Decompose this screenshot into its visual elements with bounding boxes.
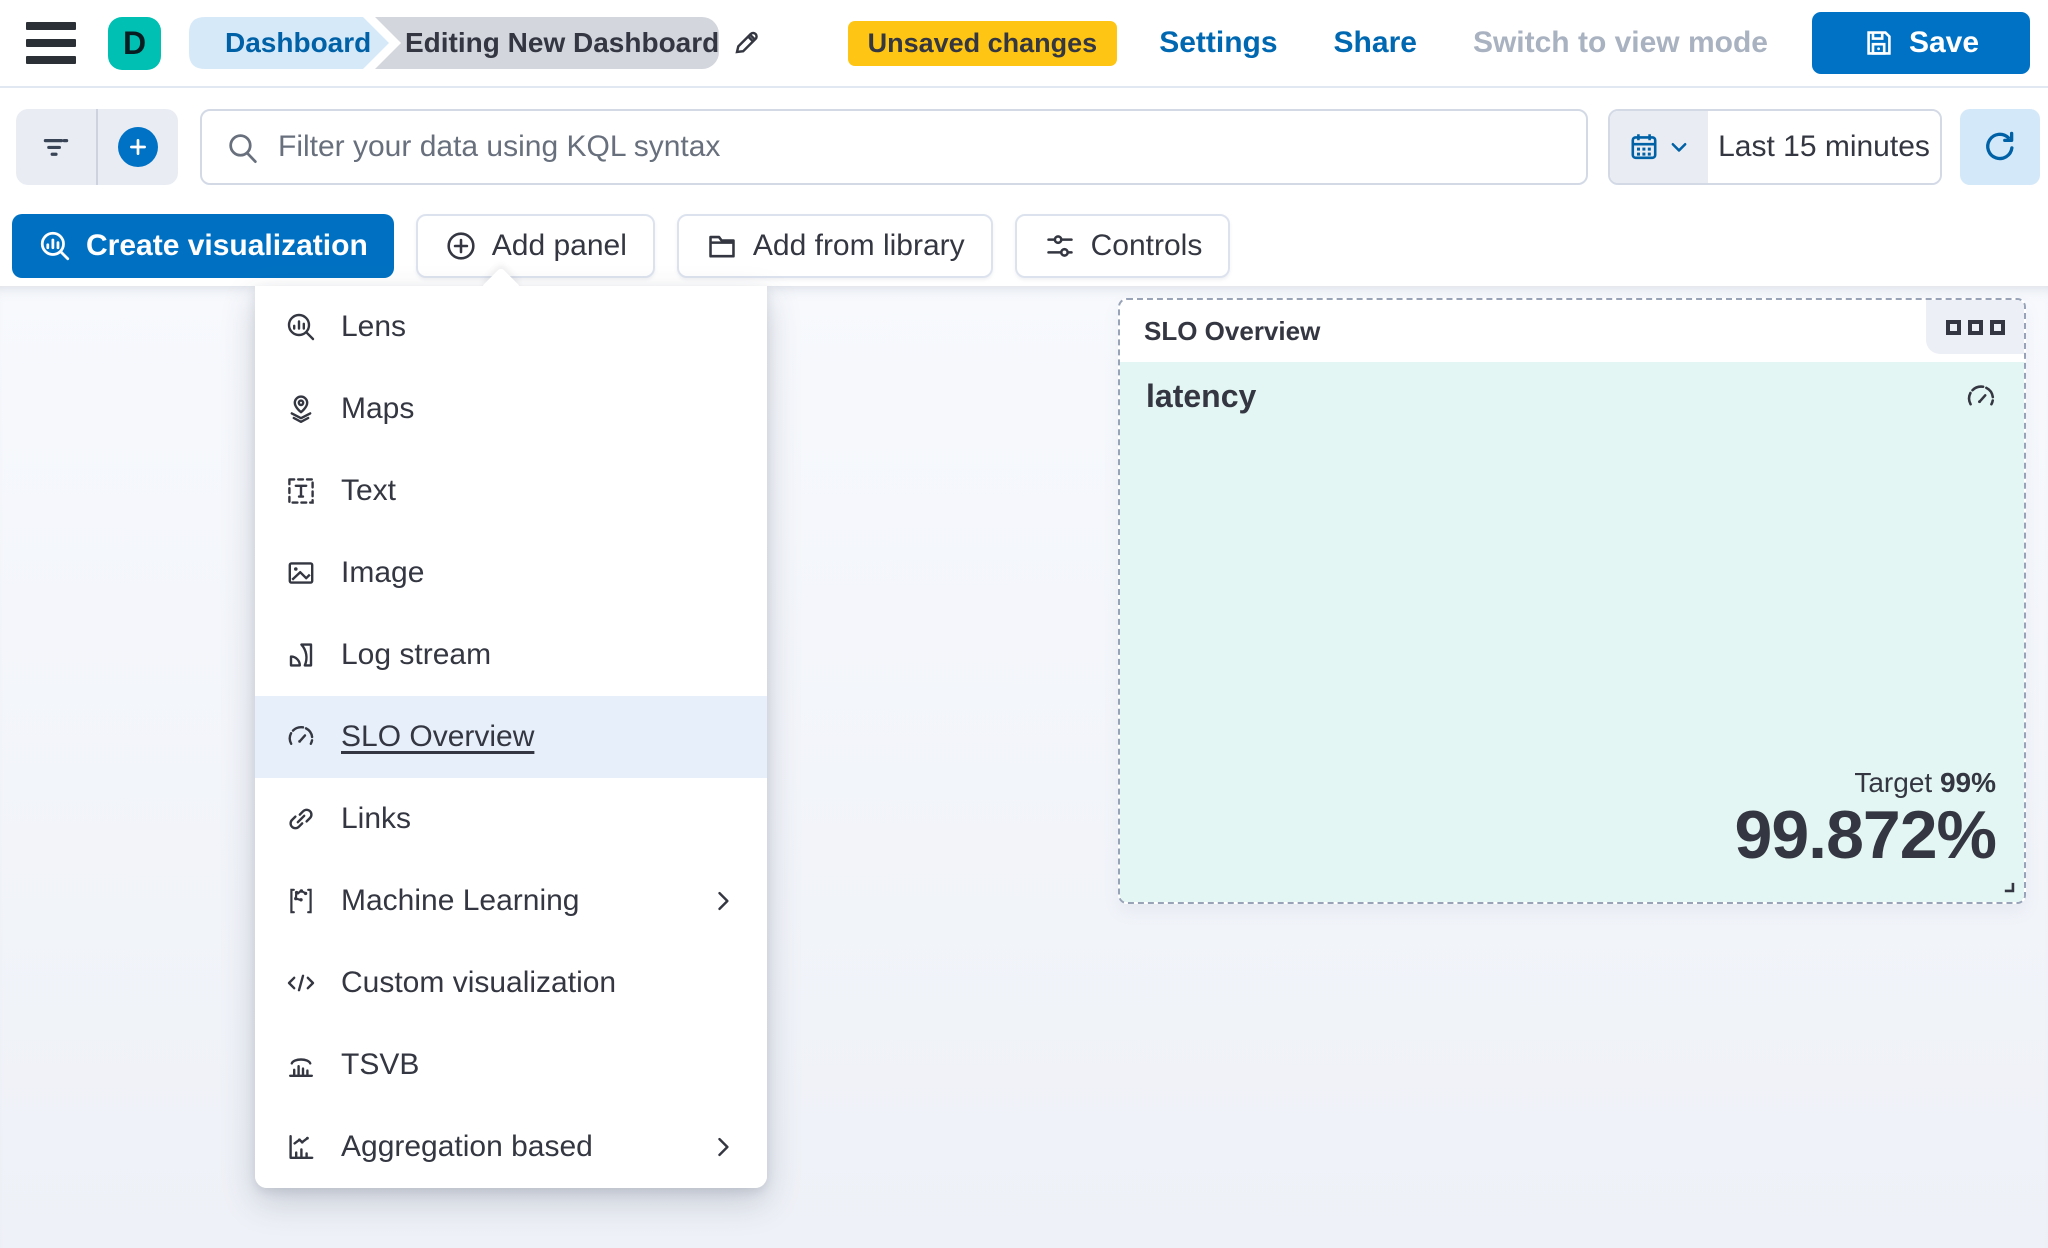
slo-panel-title: SLO Overview [1144, 315, 1321, 346]
menu-item-label: Aggregation based [341, 1130, 593, 1163]
menu-item-slo-overview[interactable]: SLO Overview [255, 696, 767, 778]
menu-item-text[interactable]: Text [255, 450, 767, 532]
calendar-icon [1631, 134, 1657, 160]
calendar-dropdown-button[interactable] [1610, 111, 1708, 183]
menu-item-custom-visualization[interactable]: Custom visualization [255, 942, 767, 1024]
menu-item-image[interactable]: Image [255, 532, 767, 614]
tsvb-icon [289, 1058, 313, 1077]
menu-item-aggregation-based[interactable]: Aggregation based [255, 1106, 767, 1188]
switch-to-view-mode-button[interactable]: Switch to view mode [1472, 26, 1768, 59]
filter-icon [43, 139, 69, 156]
refresh-icon [1986, 131, 2014, 161]
links-icon [289, 808, 313, 830]
search-icon [229, 134, 257, 163]
menu-item-label: Text [341, 474, 397, 507]
add-panel-menu: Lens Maps Text Image [255, 267, 767, 1188]
menu-item-links[interactable]: Links [255, 778, 767, 860]
aggregation-icon [289, 1135, 314, 1159]
resize-handle-icon[interactable] [1991, 869, 2017, 895]
menu-item-label: SLO Overview [341, 720, 535, 753]
top-header: D Editing New Dashboard Dashboard Unsave… [0, 0, 2048, 88]
menu-item-lens[interactable]: Lens [255, 286, 767, 368]
panel-options-button[interactable] [1926, 300, 2024, 354]
filter-button-group [16, 109, 178, 185]
chevron-down-icon [1671, 143, 1687, 152]
dashboard-toolbar: Create visualization Add panel Add from … [0, 206, 2048, 286]
breadcrumb-current-label: Editing New Dashboard [405, 27, 720, 58]
plus-circle-icon [118, 127, 158, 167]
save-button[interactable]: Save [1812, 12, 2030, 74]
menu-item-label: Image [341, 556, 425, 589]
add-filter-button[interactable] [96, 109, 178, 185]
folder-icon [709, 235, 735, 258]
menu-hamburger-icon[interactable] [26, 19, 82, 67]
time-range-value[interactable]: Last 15 minutes [1708, 111, 1940, 183]
kql-search [200, 109, 1588, 185]
breadcrumb-dashboard[interactable]: Dashboard [189, 17, 389, 69]
edit-pencil-icon [735, 31, 759, 54]
menu-item-label: Log stream [341, 638, 492, 671]
controls-label: Controls [1090, 229, 1203, 262]
space-avatar[interactable]: D [108, 16, 161, 70]
chevron-right-icon [718, 891, 729, 911]
filter-list-button[interactable] [16, 109, 96, 185]
share-button[interactable]: Share [1333, 26, 1417, 59]
settings-button[interactable]: Settings [1159, 26, 1278, 59]
slo-gauge-icon [288, 726, 314, 745]
save-button-label: Save [1908, 26, 1980, 59]
menu-item-machine-learning[interactable]: Machine Learning [255, 860, 767, 942]
slo-metric-name: latency [1146, 378, 1257, 414]
menu-item-label: TSVB [341, 1048, 420, 1081]
lens-icon [40, 231, 70, 261]
maps-icon [290, 395, 312, 423]
lens-icon [287, 313, 315, 341]
menu-item-tsvb[interactable]: TSVB [255, 1024, 767, 1106]
image-icon [288, 562, 314, 584]
menu-item-log-stream[interactable]: Log stream [255, 614, 767, 696]
gauge-icon [1967, 385, 1995, 406]
add-from-library-label: Add from library [752, 229, 965, 262]
slo-target: Target 99% [1735, 767, 1996, 799]
save-floppy-icon [1867, 31, 1891, 55]
menu-item-label: Custom visualization [341, 966, 617, 999]
plus-circled-icon [447, 232, 475, 260]
slo-target-label: Target [1854, 766, 1933, 798]
unsaved-changes-badge: Unsaved changes [847, 20, 1118, 66]
refresh-button[interactable] [1960, 109, 2040, 185]
breadcrumb: Editing New Dashboard Dashboard [189, 17, 759, 69]
kql-search-input[interactable] [200, 109, 1588, 185]
query-bar: Last 15 minutes [0, 88, 2048, 206]
breadcrumb-dashboard-label: Dashboard [225, 27, 372, 58]
create-visualization-label: Create visualization [86, 229, 368, 262]
add-from-library-button[interactable]: Add from library [676, 214, 993, 278]
time-range-picker: Last 15 minutes [1608, 109, 1942, 185]
controls-button[interactable]: Controls [1014, 214, 1231, 278]
menu-item-maps[interactable]: Maps [255, 368, 767, 450]
menu-item-label: Links [341, 802, 412, 835]
add-panel-button[interactable]: Add panel [415, 214, 655, 278]
controls-sliders-icon [1046, 235, 1073, 257]
slo-value: 99.872% [1734, 796, 1997, 873]
header-actions: Unsaved changes Settings Share Switch to… [847, 12, 2030, 74]
menu-item-label: Lens [341, 310, 407, 343]
slo-target-value: 99% [1939, 766, 1996, 798]
slo-panel-body: latency Target 99% 99.872% [1120, 362, 2024, 902]
add-panel-label: Add panel [491, 229, 627, 262]
machine-learning-icon [290, 888, 312, 914]
panel-options-icon [1945, 319, 1961, 335]
slo-overview-panel[interactable]: SLO Overview latency Target 99% 99.872% [1118, 298, 2026, 904]
slo-values: Target 99% 99.872% [1734, 767, 1997, 873]
create-visualization-button[interactable]: Create visualization [12, 214, 394, 278]
code-icon [287, 974, 315, 992]
menu-item-label: Maps [341, 392, 415, 425]
chevron-right-icon [718, 1137, 729, 1157]
text-icon [288, 478, 314, 504]
slo-panel-header: SLO Overview [1120, 300, 2024, 362]
menu-item-label: Machine Learning [341, 884, 580, 917]
log-stream-icon [289, 643, 313, 667]
